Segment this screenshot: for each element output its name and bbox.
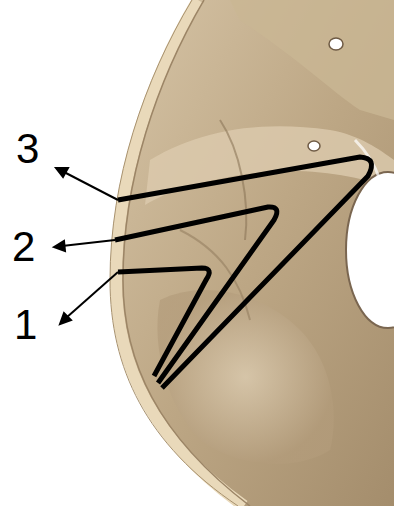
bone-edge-outer bbox=[110, 0, 238, 506]
approach-line bbox=[118, 157, 372, 388]
foramen-magnum bbox=[346, 172, 394, 328]
leader-arrows bbox=[54, 168, 118, 324]
foramen bbox=[308, 141, 320, 151]
bone-edge bbox=[116, 0, 244, 506]
callout-number: 1 bbox=[14, 304, 37, 346]
bone-edge-inner bbox=[123, 0, 250, 506]
callout-number: 2 bbox=[12, 226, 35, 268]
petrous-region bbox=[230, 0, 394, 120]
foramen bbox=[329, 38, 343, 50]
approach-line bbox=[118, 268, 209, 376]
callout-number: 3 bbox=[16, 128, 39, 170]
petrous-ridge bbox=[145, 126, 394, 205]
approach-line bbox=[115, 207, 277, 383]
